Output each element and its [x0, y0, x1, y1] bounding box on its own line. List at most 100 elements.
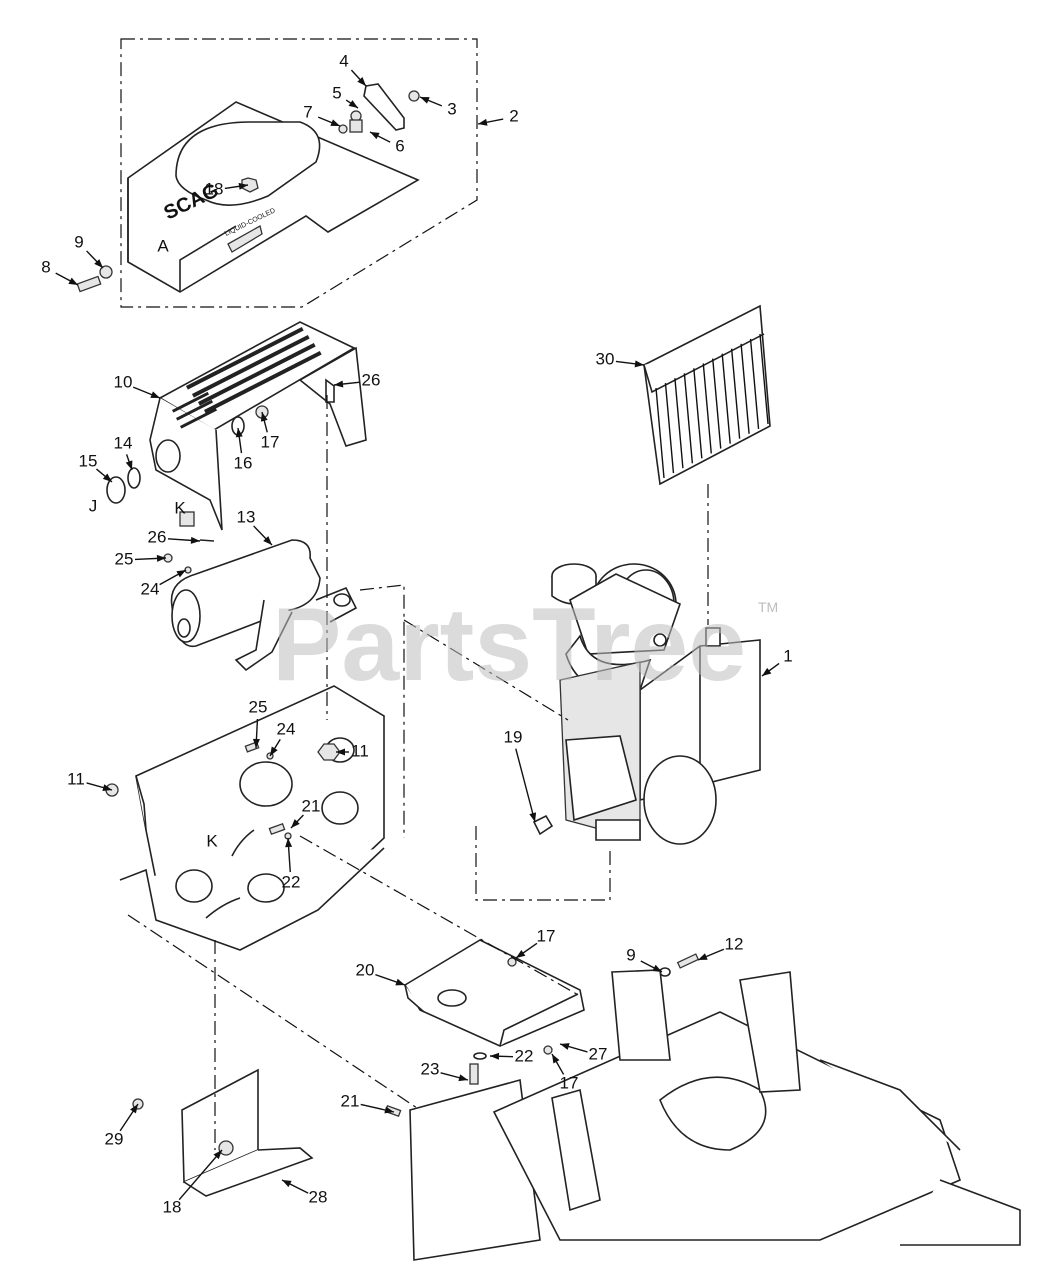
callout-24: 24: [141, 569, 187, 598]
watermark-trademark: TM: [758, 599, 778, 615]
callout-22: 22: [489, 1046, 533, 1065]
callout-1: 1: [761, 646, 793, 677]
callout-label: 30: [596, 349, 615, 368]
callout-25: 25: [115, 549, 167, 568]
callout-arrowhead: [102, 784, 112, 791]
callout-label: 24: [141, 579, 160, 598]
callout-12: 12: [697, 934, 744, 961]
callout-label: 25: [115, 549, 134, 568]
callout-30: 30: [596, 349, 645, 368]
engine-assembly: [551, 563, 761, 845]
radiator-screen: [643, 304, 771, 486]
callout-label: 16: [234, 453, 253, 472]
callout-label: 17: [261, 432, 280, 451]
callout-label: 18: [205, 179, 224, 198]
callout-label: 9: [626, 945, 635, 964]
callout-label: 3: [447, 99, 456, 118]
screen-rib: [664, 383, 675, 474]
callout-arrowhead: [336, 748, 345, 756]
callout-21: 21: [341, 1091, 395, 1114]
callout-arrowhead: [357, 77, 366, 86]
callout-label: 15: [79, 451, 98, 470]
callout-11: 11: [336, 741, 369, 760]
callout-label: 21: [302, 796, 321, 815]
callout-25: 25: [249, 697, 268, 749]
kit-boundary-box: [120, 38, 478, 308]
callout-label: 10: [114, 372, 133, 391]
screen-rib: [674, 378, 684, 469]
callout-arrowhead: [334, 380, 344, 388]
watermark-text: PartsTree: [272, 587, 746, 703]
callout-arrowhead: [263, 536, 272, 545]
callout-arrowhead: [762, 667, 772, 676]
callout-label: 25: [249, 697, 268, 716]
tray-nut-17: [507, 957, 517, 967]
callout-label: 26: [362, 370, 381, 389]
callout-arrowhead: [270, 746, 278, 756]
callout-29: 29: [105, 1103, 139, 1148]
fuel-fitting-19: [532, 814, 554, 836]
callout-arrowhead: [420, 97, 430, 104]
callout-7: 7: [303, 102, 341, 127]
callout-label: 28: [309, 1187, 328, 1206]
cover-latch-bracket: [363, 83, 405, 131]
callout-label: 24: [277, 719, 296, 738]
callout-label: 17: [537, 926, 556, 945]
callout-9: 9: [626, 945, 663, 973]
callout-label: 1: [783, 646, 792, 665]
callout-label: 26: [148, 527, 167, 546]
callout-24: 24: [269, 719, 296, 757]
callout-arrowhead: [156, 554, 166, 562]
callout-arrowhead: [282, 1180, 292, 1188]
callout-label: 12: [725, 934, 744, 953]
callout-26: 26: [333, 370, 381, 389]
reference-letter-K: K: [174, 498, 186, 517]
cover-nut: [241, 177, 259, 193]
callout-arrowhead: [68, 277, 78, 285]
callout-9: 9: [74, 232, 104, 269]
callout-4: 4: [339, 51, 367, 87]
callout-label: 27: [589, 1044, 608, 1063]
callout-3: 3: [419, 96, 457, 118]
callout-arrowhead: [252, 738, 260, 748]
callout-arrowhead: [176, 570, 186, 578]
callout-23: 23: [421, 1059, 469, 1082]
callout-20: 20: [356, 960, 406, 986]
cover-washer: [99, 265, 113, 279]
engine-top-cover: SCAG LIQUID-COOLED: [127, 101, 420, 293]
callout-2: 2: [477, 106, 519, 126]
screen-rib: [759, 333, 769, 425]
screen-rib: [655, 387, 665, 479]
callout-arrowhead: [213, 1150, 222, 1160]
callout-arrowhead: [552, 1054, 560, 1064]
callout-arrowhead: [652, 964, 662, 972]
shield-washer-14: [127, 467, 141, 489]
callout-label: 11: [67, 769, 85, 788]
screen-rib: [730, 348, 741, 439]
callout-arrowhead: [102, 473, 112, 482]
reference-letter-K: K: [206, 831, 218, 850]
battery-tray: [403, 939, 585, 1047]
callout-17: 17: [515, 926, 556, 959]
callout-6: 6: [369, 131, 405, 155]
callout-label: 29: [105, 1129, 124, 1148]
callout-label: 8: [41, 257, 50, 276]
callout-arrowhead: [94, 259, 103, 268]
callout-label: 4: [339, 51, 348, 70]
callout-arrowhead: [130, 1104, 138, 1114]
shield-washer-15: [106, 476, 126, 504]
callout-label: 13: [237, 507, 256, 526]
screen-rib: [683, 373, 694, 464]
callout-label: 18: [163, 1197, 182, 1216]
callout-22: 22: [282, 837, 300, 891]
callout-17: 17: [261, 411, 280, 451]
screen-rib: [702, 363, 712, 454]
callout-5: 5: [332, 83, 359, 109]
callout-19: 19: [504, 727, 537, 823]
callout-label: 11: [351, 741, 369, 760]
callout-15: 15: [79, 451, 113, 483]
callout-28: 28: [281, 1179, 328, 1206]
callout-21: 21: [290, 796, 321, 829]
